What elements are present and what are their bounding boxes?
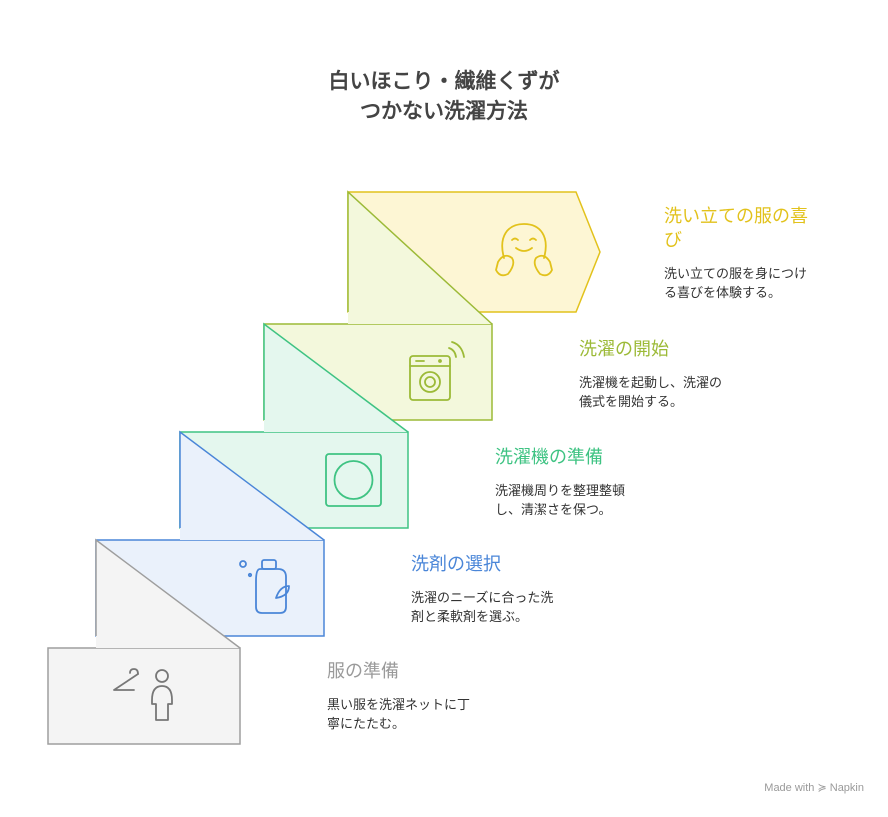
step-heading: 洗濯機の準備 (495, 447, 603, 468)
washer-door-icon (325, 453, 382, 507)
step-description-line: る喜びを体験する。 (664, 286, 782, 301)
step-1-text: 洗い立ての服の喜び 洗い立ての服を身につけ る喜びを体験する。 (664, 205, 864, 303)
step-description-line: 洗濯のニーズに合った洗 (411, 591, 554, 606)
step-heading: 洗濯の開始 (579, 339, 669, 360)
step-description-line: 洗い立ての服を身につけ (664, 267, 808, 282)
step-5-block (47, 647, 241, 745)
step-heading: 洗剤の選択 (411, 554, 501, 575)
washing-machine-wifi-icon (409, 341, 465, 401)
step-description: 黒い服を洗濯ネットに丁 寧にたたむ。 (327, 696, 547, 734)
step-description: 洗い立ての服を身につけ る喜びを体験する。 (664, 265, 864, 303)
step-heading: 洗い立ての服の喜び (664, 206, 808, 251)
step-description-line: 黒い服を洗濯ネットに丁 (327, 698, 471, 713)
step-1-block (347, 190, 601, 325)
step-5-text: 服の準備 黒い服を洗濯ネットに丁 寧にたたむ。 (327, 660, 547, 734)
step-3-text: 洗濯機の準備 洗濯機周りを整理整頓 し、清潔さを保つ。 (495, 446, 715, 520)
step-description-line: 儀式を開始する。 (579, 395, 684, 410)
step-description-line: 寧にたたむ。 (327, 717, 406, 732)
person-hanger-icon (113, 668, 173, 721)
smiling-face-hands-icon (495, 223, 553, 277)
detergent-bottle-icon (239, 559, 290, 614)
step-3-block (179, 430, 409, 541)
title-line-1: 白いほこり・繊維くずが (328, 69, 560, 93)
title-line-2: つかない洗濯方法 (360, 99, 528, 123)
step-2-block (263, 322, 493, 433)
diagram-title: 白いほこり・繊維くずが つかない洗濯方法 (0, 66, 888, 126)
step-heading: 服の準備 (327, 661, 399, 682)
step-description-line: 洗濯機周りを整理整頓 (495, 484, 626, 499)
step-description: 洗濯機を起動し、洗濯の 儀式を開始する。 (579, 374, 799, 412)
step-description: 洗濯機周りを整理整頓 し、清潔さを保つ。 (495, 482, 715, 520)
step-2-text: 洗濯の開始 洗濯機を起動し、洗濯の 儀式を開始する。 (579, 338, 799, 412)
step-description-line: 洗濯機を起動し、洗濯の (579, 376, 723, 391)
step-4-text: 洗剤の選択 洗濯のニーズに合った洗 剤と柔軟剤を選ぶ。 (411, 553, 631, 627)
step-4-block (95, 538, 325, 649)
napkin-footer[interactable]: Made with ≽ Napkin (764, 782, 864, 794)
step-description: 洗濯のニーズに合った洗 剤と柔軟剤を選ぶ。 (411, 589, 631, 627)
step-description-line: 剤と柔軟剤を選ぶ。 (411, 610, 529, 625)
step-description-line: し、清潔さを保つ。 (495, 503, 612, 518)
